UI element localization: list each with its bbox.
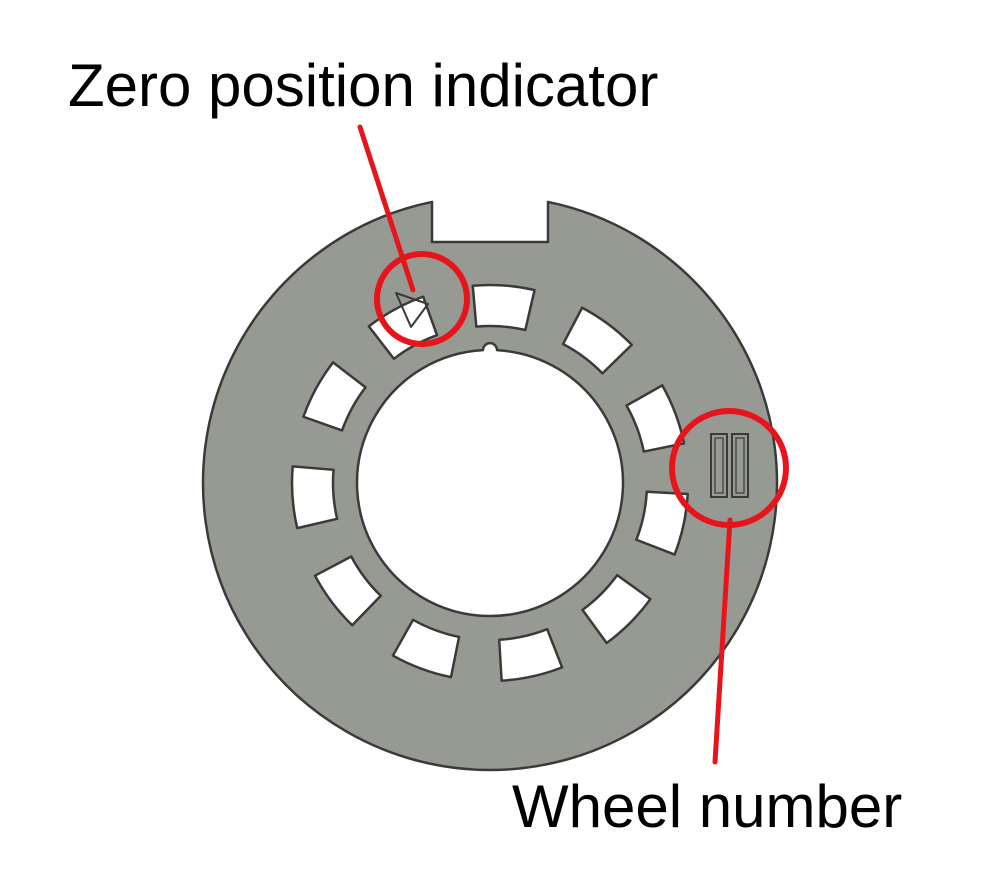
wheel-window [581,573,652,645]
callouts [357,124,789,765]
wheel-window [302,361,367,432]
wheel-number-mark [710,433,749,498]
wheel-disc [201,200,779,772]
wheel-number-bar-inner [735,437,745,494]
wheel-number-bar-inner [714,437,724,494]
wheel-window [625,384,686,453]
zero-position-triangle [395,292,429,328]
wheel-window [561,306,634,375]
wheel-window [367,295,439,361]
wheel-number-bar [710,433,728,498]
zero-indicator-callout-circle [374,251,470,347]
wheel-number-bar [731,433,749,498]
zero-position-label: Zero position indicator [68,52,659,119]
wheel-number-callout-circle [669,408,789,528]
wheel-window [290,465,339,530]
zero-triangle-outline [395,292,429,328]
wheel-number-label: Wheel number [512,773,903,840]
wheel-window [497,627,564,682]
wheel-window [391,618,461,679]
wheel-window [471,283,536,332]
wheel-number-leader-line [712,517,733,765]
zero-indicator-leader-line [357,124,416,293]
wheel-window [313,555,383,627]
